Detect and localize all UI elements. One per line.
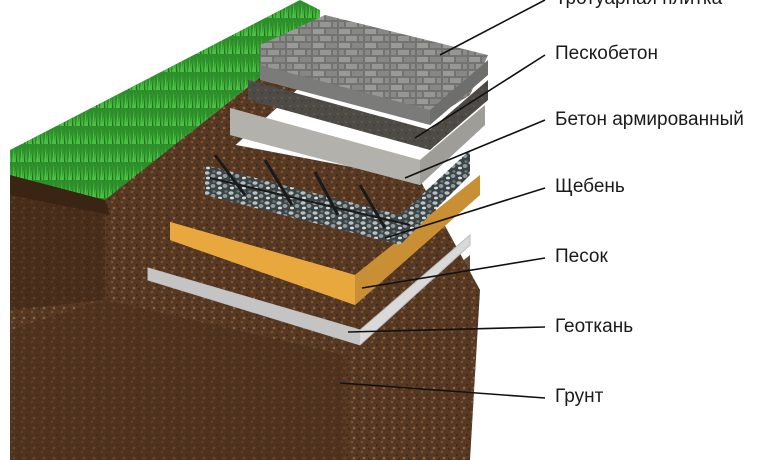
label-paving-tile: Тротуарная плитка bbox=[555, 0, 722, 10]
paving-tile-layer bbox=[260, 15, 488, 120]
gravel-layer bbox=[205, 150, 470, 245]
sand-concrete-layer bbox=[248, 80, 488, 150]
label-reinforced-concrete: Бетон армированный bbox=[555, 109, 744, 130]
leader-lines bbox=[339, 0, 546, 399]
label-sand-concrete: Пескобетон bbox=[555, 43, 658, 64]
grass-strip bbox=[10, 0, 320, 215]
label-soil: Грунт bbox=[555, 386, 604, 407]
label-sand: Песок bbox=[555, 246, 608, 267]
label-gravel: Щебень bbox=[555, 176, 625, 197]
rebar-rods bbox=[209, 154, 411, 229]
label-geotextile: Геоткань bbox=[555, 316, 634, 337]
